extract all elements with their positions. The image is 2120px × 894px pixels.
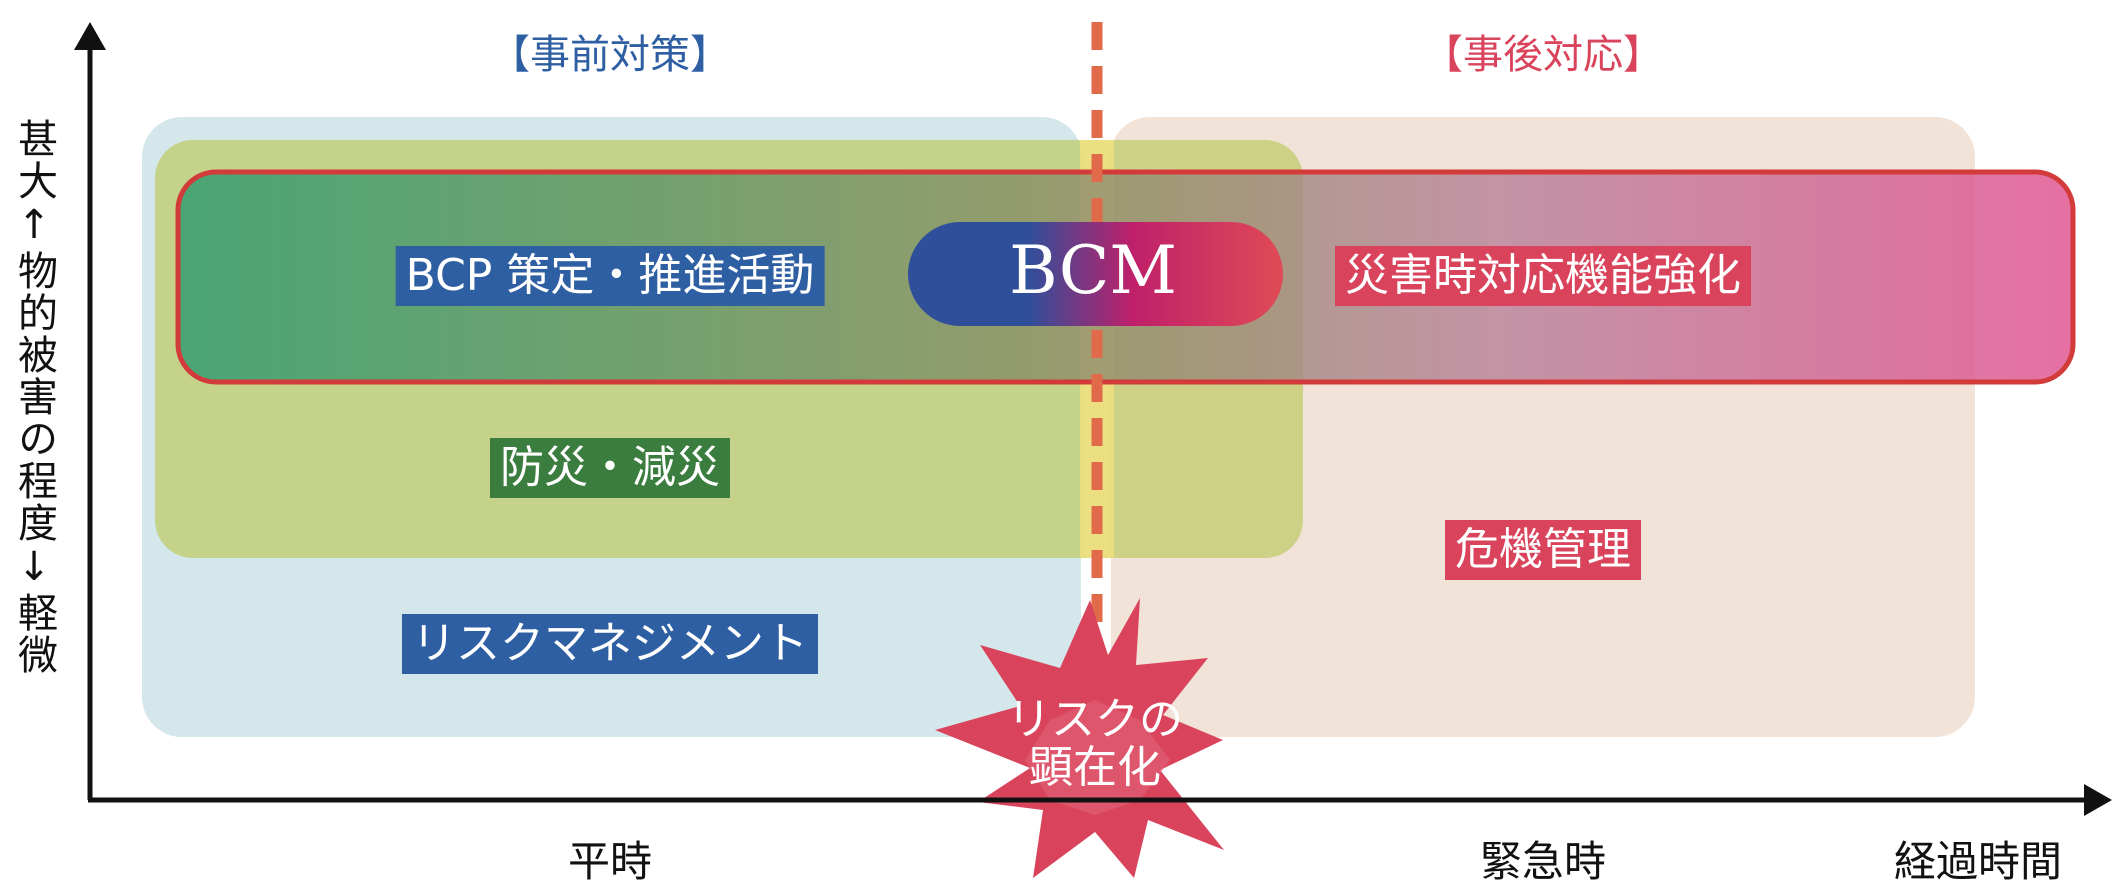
x-axis-elapsed-label: 経過時間 xyxy=(1893,837,2063,886)
bcm-label: BCM xyxy=(1009,232,1177,309)
risk-event-line2: 顕在化 xyxy=(1029,742,1161,794)
pre-measures-header: 【事前対策】 xyxy=(490,32,730,78)
y-axis-label: 甚大↑物的被害の程度↓軽微 xyxy=(11,118,57,676)
risk-management-label: リスクマネジメント xyxy=(402,614,818,674)
bcp-label: BCP 策定・推進活動 xyxy=(395,246,825,306)
bcm-pill xyxy=(908,222,1283,326)
risk-event-line1: リスクの xyxy=(1007,694,1183,745)
x-axis-arrowhead xyxy=(2084,784,2112,816)
disaster-response-label: 災害時対応機能強化 xyxy=(1335,246,1751,306)
crisis-management-label: 危機管理 xyxy=(1445,520,1641,580)
prevention-label: 防災・減災 xyxy=(490,438,730,498)
x-axis-normal-label: 平時 xyxy=(567,837,653,886)
x-axis-emergency-label: 緊急時 xyxy=(1479,837,1607,886)
y-axis-arrowhead xyxy=(74,22,106,50)
risk-event-label: リスクの 顕在化 xyxy=(1007,694,1183,794)
post-response-header: 【事後対応】 xyxy=(1423,32,1663,78)
risk-event-burst-core xyxy=(1025,700,1170,815)
